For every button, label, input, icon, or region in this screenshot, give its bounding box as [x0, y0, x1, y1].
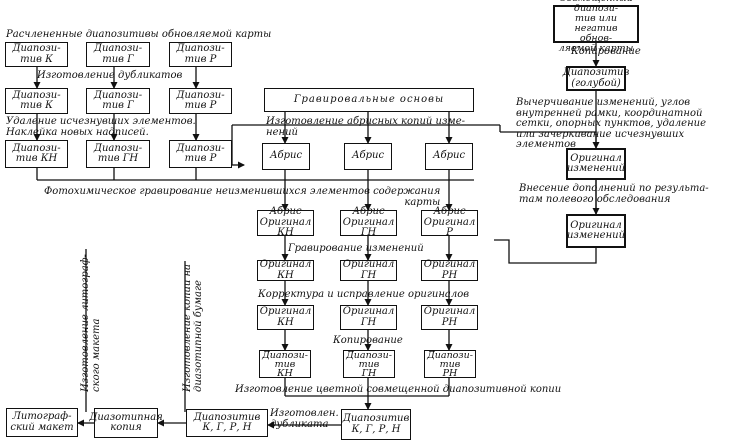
box-diapositive-r-3: Диапози- тив Р: [169, 140, 232, 168]
label-make-duplicate-small: Изготовлен. дубликата: [270, 408, 339, 430]
box-diapositive-k: Диапози- тив К: [5, 42, 68, 67]
box-abris-original-gn: Абрис Оригинал ГН: [340, 207, 397, 238]
box-abris-original-r: Абрис Оригинал Р: [421, 207, 478, 238]
label-proofreading: Корректура и исправление оригиналов: [258, 289, 470, 300]
box-original-kn-1: Оригинал КН: [257, 259, 314, 281]
box-original-kn-2: Оригинал КН: [257, 305, 314, 330]
box-abris-3: Абрис: [425, 143, 473, 170]
box-abris-original-kn: Абрис Оригинал КН: [257, 207, 314, 238]
box-abris-2: Абрис: [344, 143, 392, 170]
box-diapositive-kgrn-left: Диапозитив К, Г, Р, Н: [186, 409, 268, 437]
box-diapositive-gn-final: Диапози- тив ГН: [343, 350, 395, 378]
box-diapositive-rn-final: Диапози- тив РН: [424, 350, 476, 378]
box-abris-1: Абрис: [262, 143, 310, 170]
box-diapositive-r: Диапози- тив Р: [169, 42, 232, 67]
label-copying-right: Копирование: [571, 46, 641, 57]
box-diapositive-gn: Диапози- тив ГН: [86, 140, 150, 168]
box-diapositive-kn-final: Диапози- тив КН: [259, 350, 311, 378]
box-diapositive-kgrn-bottom: Диапозитив К, Г, Р, Н: [341, 409, 411, 440]
label-make-duplicates: Изготовление дубликатов: [37, 70, 183, 81]
box-original-changes-2: Оригинал изменений: [566, 214, 626, 248]
box-original-gn-2: Оригинал ГН: [340, 305, 397, 330]
box-litho-layout: Литограф- ский макет: [6, 408, 78, 437]
box-original-changes-1: Оригинал изменений: [566, 148, 626, 180]
label-engraving-changes: Гравирование изменений: [288, 243, 424, 254]
label-color-composite: Изготовление цветной совмещенной диапози…: [235, 384, 562, 395]
box-composite-source: Совмещенный диапози- тив или негатив обн…: [553, 0, 639, 54]
box-original-rn-2: Оригинал РН: [421, 305, 478, 330]
box-original-rn-1: Оригинал РН: [421, 259, 478, 281]
label-photochem-engraving: Фотохимическое гравирование неизменивших…: [44, 186, 441, 208]
box-diazo-copy: Диазотипная копия: [89, 408, 163, 438]
label-copying-mid: Копирование: [333, 335, 403, 346]
label-cut-changes: Вычерчивание изменений, углов внутренней…: [516, 97, 707, 150]
box-original-gn-1: Оригинал ГН: [340, 259, 397, 281]
label-make-abris: Изготовление абрисных копий изме- нений: [266, 116, 466, 138]
box-duplicate-k: Диапози- тив К: [5, 88, 68, 114]
label-add-field: Внесение дополнений по результа- там пол…: [519, 183, 709, 205]
box-diapositive-blue: Диапозитив (голубой): [563, 66, 629, 91]
label-litho-layout-vertical: Изготовление литограф- ского макета: [80, 254, 102, 392]
box-duplicate-r: Диапози- тив Р: [169, 88, 232, 114]
box-engraving-bases: Гравировальные основы: [264, 88, 474, 112]
label-copy-diazo-vertical: Изготовление копии на диазотипной бумаге: [182, 263, 204, 392]
label-split-diapositives: Расчлененные диапозитивы обновляемой кар…: [6, 29, 272, 40]
box-diapositive-g: Диапози- тив Г: [86, 42, 150, 67]
box-duplicate-g: Диапози- тив Г: [86, 88, 150, 114]
label-remove-obsolete: Удаление исчезнувших элементов. Наклейка…: [6, 116, 196, 138]
box-diapositive-kn: Диапози- тив КН: [5, 140, 68, 168]
